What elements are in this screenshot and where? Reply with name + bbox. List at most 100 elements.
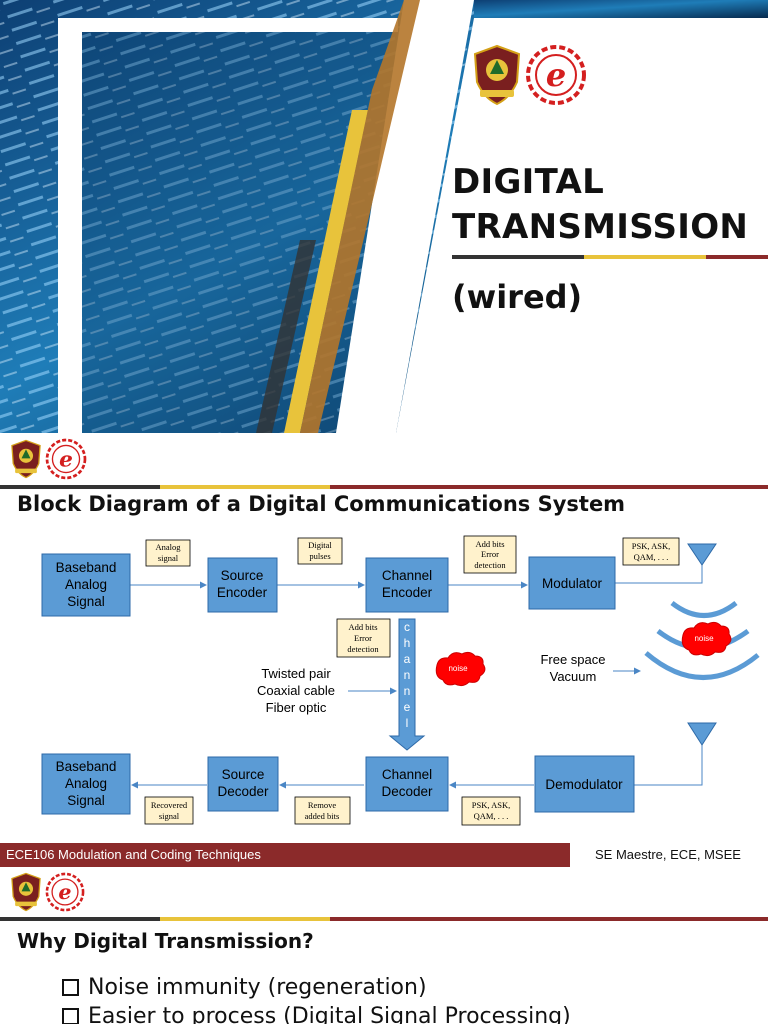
svg-text:Baseband: Baseband (56, 759, 117, 774)
wireless-media-label: Free space Vacuum (540, 652, 605, 684)
checkbox-bullet-icon (62, 1008, 79, 1024)
title-slide: e DIGITAL TRANSMISSION (wired) (0, 0, 768, 433)
channel-letter: h (404, 636, 411, 650)
svg-text:Decoder: Decoder (381, 784, 433, 799)
bullet-list: Noise immunity (regeneration) Easier to … (62, 973, 571, 1024)
svg-text:Recovered: Recovered (151, 800, 188, 810)
svg-text:Twisted pair: Twisted pair (261, 666, 331, 681)
svg-text:PSK, ASK,: PSK, ASK, (632, 541, 671, 551)
block-diagram: noise noise c h a n n e l Baseband Analo… (41, 535, 760, 826)
note-recovered-signal: Recovered signal (144, 796, 194, 825)
svg-text:Source: Source (222, 767, 265, 782)
note-psk-ask-qam-top: PSK, ASK, QAM, . . . (622, 537, 680, 566)
demodulator-block: Demodulator (534, 755, 635, 813)
why-digital-slide: e Why Digital Transmission? Noise immuni… (0, 867, 768, 1024)
noise-cloud-icon (681, 621, 732, 657)
svg-text:Analog: Analog (65, 577, 107, 592)
note-remove-added-bits: Remove added bits (294, 796, 351, 825)
svg-text:Free space: Free space (540, 652, 605, 667)
svg-text:QAM, . . .: QAM, . . . (474, 811, 509, 821)
svg-text:Digital: Digital (308, 540, 332, 550)
source-encoder-block: Source Encoder (207, 557, 278, 613)
university-seal-icon (11, 439, 41, 479)
svg-text:added bits: added bits (305, 811, 340, 821)
channel-letter: l (406, 716, 409, 730)
antenna-icon (687, 722, 717, 746)
svg-text:e: e (59, 447, 73, 472)
channel-arrow (388, 618, 426, 751)
bullet-text: Noise immunity (regeneration) (88, 975, 427, 1000)
svg-text:Signal: Signal (67, 793, 105, 808)
note-digital-pulses: Digital pulses (297, 537, 343, 565)
engineering-e-logo-icon: e (45, 438, 87, 480)
note-add-bits-error-detection: Add bits Error detection (463, 535, 517, 574)
bullet-item: Easier to process (Digital Signal Proces… (62, 1002, 571, 1024)
subtitle: (wired) (452, 278, 583, 316)
title-line-1: DIGITAL (452, 162, 605, 202)
note-psk-ask-qam-bottom: PSK, ASK, QAM, . . . (461, 796, 521, 826)
svg-text:Analog: Analog (155, 542, 181, 552)
channel-letter: a (404, 652, 411, 666)
wave-arc (670, 600, 738, 618)
channel-letter: e (404, 700, 411, 714)
footer-course-title: ECE106 Modulation and Coding Techniques (0, 843, 570, 867)
svg-text:Remove: Remove (308, 800, 337, 810)
data-stream-hero-image (0, 0, 768, 433)
noise-label: noise (448, 664, 468, 673)
channel-encoder-block: Channel Encoder (365, 557, 449, 613)
channel-letter: c (404, 620, 410, 634)
bullet-item: Noise immunity (regeneration) (62, 973, 571, 1002)
line-antenna-to-demodulator (634, 745, 703, 786)
engineering-e-logo-icon: e (45, 872, 85, 912)
university-seal-icon (11, 872, 41, 912)
svg-text:Error: Error (354, 633, 372, 643)
channel-letter: n (404, 684, 411, 698)
university-seal-icon (473, 44, 521, 106)
modulator-block: Modulator (528, 556, 616, 610)
noise-label: noise (694, 634, 714, 643)
svg-text:pulses: pulses (309, 551, 330, 561)
slide-heading: Why Digital Transmission? (17, 929, 314, 953)
svg-text:QAM, . . .: QAM, . . . (634, 552, 669, 562)
slide-top-rule (0, 917, 768, 921)
svg-text:Add bits: Add bits (475, 539, 504, 549)
svg-text:Error: Error (481, 549, 499, 559)
svg-text:Baseband: Baseband (56, 560, 117, 575)
svg-text:Coaxial cable: Coaxial cable (257, 683, 335, 698)
footer-author: SE Maestre, ECE, MSEE (595, 847, 741, 862)
svg-text:signal: signal (158, 553, 179, 563)
title-accent-rule (452, 255, 768, 259)
slide-heading: Block Diagram of a Digital Communication… (17, 492, 626, 516)
channel-decoder-block: Channel Decoder (365, 756, 449, 812)
svg-text:Source: Source (221, 568, 264, 583)
checkbox-bullet-icon (62, 979, 79, 996)
svg-text:detection: detection (474, 560, 506, 570)
wired-media-label: Twisted pair Coaxial cable Fiber optic (257, 666, 335, 715)
svg-text:detection: detection (347, 644, 379, 654)
svg-text:Analog: Analog (65, 776, 107, 791)
svg-text:Channel: Channel (382, 568, 432, 583)
svg-text:Modulator: Modulator (542, 576, 603, 591)
channel-label: c h a n n e l (404, 620, 411, 730)
bullet-text: Easier to process (Digital Signal Proces… (88, 1004, 571, 1024)
baseband-analog-signal-output-block: Baseband Analog Signal (41, 753, 131, 815)
svg-text:Add bits: Add bits (348, 622, 377, 632)
svg-text:Encoder: Encoder (382, 585, 433, 600)
svg-text:e: e (58, 880, 71, 904)
svg-text:signal: signal (159, 811, 180, 821)
svg-text:Demodulator: Demodulator (545, 777, 623, 792)
title-line-2: TRANSMISSION (452, 207, 749, 247)
svg-text:Encoder: Encoder (217, 585, 268, 600)
slide-top-rule (0, 485, 768, 489)
line-modulator-to-antenna (615, 565, 703, 584)
svg-text:Fiber optic: Fiber optic (266, 700, 327, 715)
svg-text:PSK, ASK,: PSK, ASK, (472, 800, 511, 810)
svg-text:Decoder: Decoder (217, 784, 269, 799)
baseband-analog-signal-block: Baseband Analog Signal (41, 553, 131, 617)
title-block: DIGITAL TRANSMISSION (452, 160, 762, 250)
svg-text:Channel: Channel (382, 767, 432, 782)
note-add-bits-channel: Add bits Error detection (336, 618, 391, 658)
antenna-icon (687, 543, 717, 566)
note-analog-signal: Analog signal (145, 539, 191, 567)
channel-letter: n (404, 668, 411, 682)
